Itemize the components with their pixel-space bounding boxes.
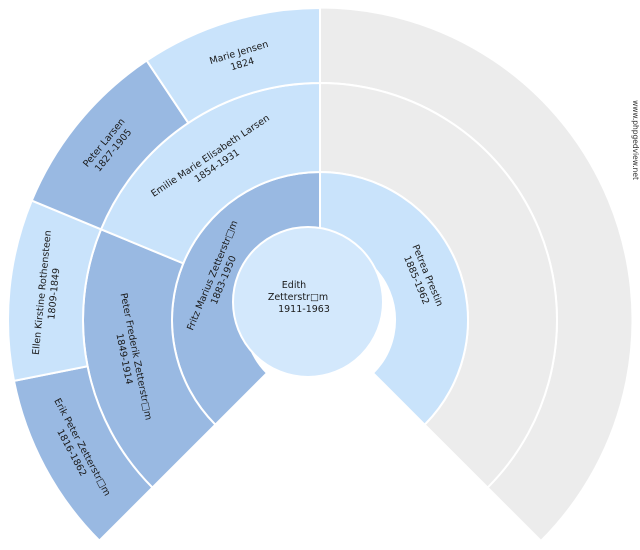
- root-person-circle[interactable]: [232, 226, 384, 378]
- person-segment-ggm-jensen[interactable]: [145, 6, 321, 125]
- watermark-text: www.phpgedview.net: [631, 100, 640, 180]
- person-dates-ggm-rothensteen: 1809-1849: [46, 268, 62, 321]
- root-name-line1: Edith: [282, 280, 306, 291]
- root-dates: 1911-1963: [278, 304, 330, 315]
- root-name-line2: Zetterstr□m: [268, 292, 328, 303]
